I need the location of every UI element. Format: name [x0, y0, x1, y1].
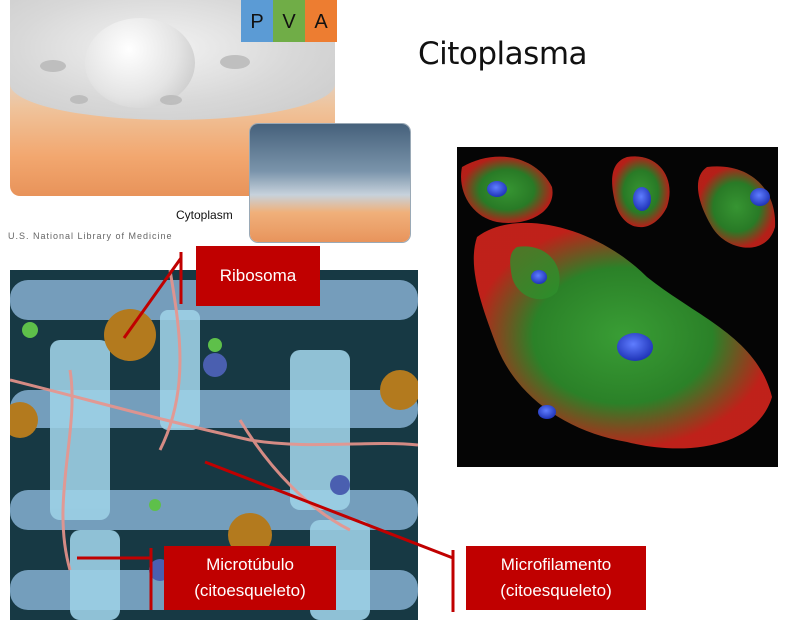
nucleus-shape — [85, 18, 195, 108]
cytoskeleton-micrograph — [457, 147, 778, 467]
label-microfilamento-line2: (citoesqueleto) — [500, 581, 612, 600]
pva-letter-p: P — [241, 0, 273, 42]
pva-letter-a: A — [305, 0, 337, 42]
label-microfilamento: Microfilamento (citoesqueleto) — [466, 546, 646, 610]
label-microtubulo: Microtúbulo (citoesqueleto) — [164, 546, 336, 610]
label-microfilamento-line1: Microfilamento — [500, 555, 612, 574]
ribosoma-leader — [122, 257, 183, 339]
organelle-shape — [70, 95, 88, 104]
cytoplasm-caption: Cytoplasm — [176, 208, 233, 222]
label-microtubulo-line2: (citoesqueleto) — [194, 581, 306, 600]
pva-badge: P V A — [241, 0, 337, 42]
label-microtubulo-line1: Microtúbulo — [206, 555, 294, 574]
molecular-drawing — [10, 270, 418, 620]
organelle-shape — [40, 60, 66, 72]
pva-letter-v: V — [273, 0, 305, 42]
molecular-cytoplasm-illustration — [10, 270, 418, 620]
organelle-shape — [160, 95, 182, 105]
micrograph-drawing — [461, 156, 776, 449]
label-ribosoma: Ribosoma — [196, 246, 320, 306]
microfilamento-leader — [204, 460, 454, 560]
cytoplasm-inset-image — [250, 124, 410, 242]
page-title: Citoplasma — [418, 36, 588, 72]
organelle-shape — [220, 55, 250, 69]
image-credit: U.S. National Library of Medicine — [8, 231, 173, 241]
